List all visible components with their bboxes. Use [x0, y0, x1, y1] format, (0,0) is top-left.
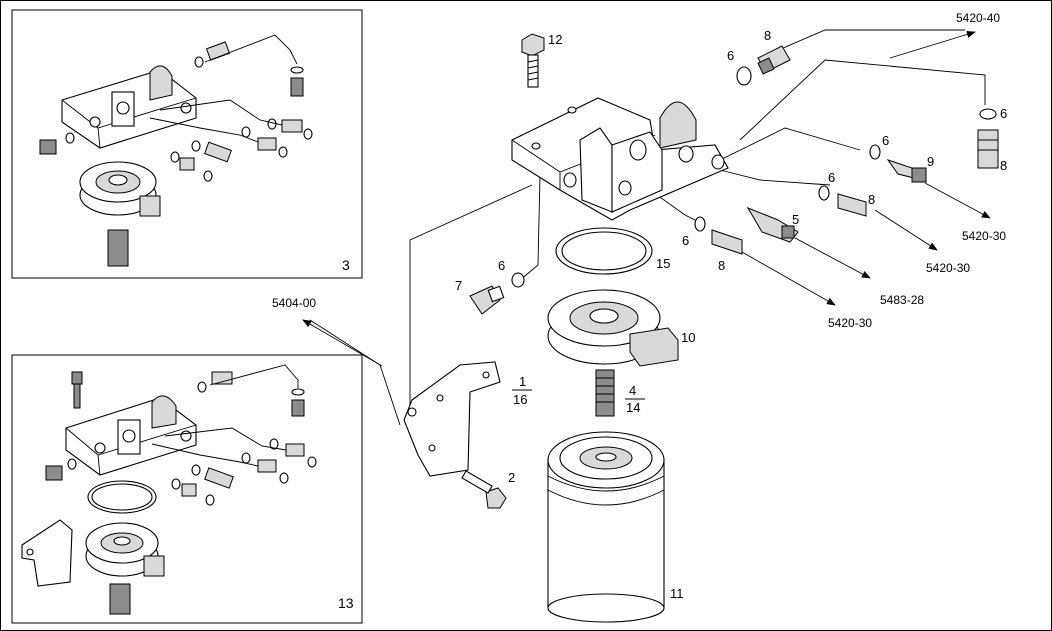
callout-6-right: 6 [1000, 106, 1007, 121]
callout-9: 9 [927, 154, 934, 169]
callout-8-middle: 8 [868, 192, 875, 207]
callout-6-sensor9: 6 [882, 133, 889, 148]
fitting-8-middle [818, 185, 867, 217]
fitting-8-lower [694, 216, 743, 255]
callout-11: 11 [670, 586, 684, 601]
sensor-9 [869, 144, 927, 183]
nipple-4-14 [595, 369, 615, 417]
callout-16: 16 [513, 392, 527, 407]
callout-14: 14 [626, 400, 640, 415]
callout-1: 1 [519, 374, 526, 389]
callout-12: 12 [548, 32, 562, 47]
reference-arrows [302, 30, 991, 367]
bracket-1-16 [403, 361, 501, 477]
ref-5420-40: 5420-40 [956, 11, 1000, 25]
callout-2: 2 [508, 470, 515, 485]
callout-7: 7 [455, 278, 462, 293]
callout-5: 5 [792, 212, 799, 227]
adapter-10 [547, 289, 679, 367]
callout-8-top: 8 [764, 28, 771, 43]
bolt-12 [521, 33, 545, 88]
leader-lines [309, 29, 986, 426]
ref-5404-00: 5404-00 [272, 296, 316, 310]
callout-6-top: 6 [727, 48, 734, 63]
callout-4: 4 [629, 383, 636, 398]
fitting-6-8-right [977, 108, 999, 169]
ref-5483-28: 5483-28 [880, 293, 924, 307]
o-ring-15 [555, 227, 653, 275]
filter-cartridge-11 [547, 431, 665, 623]
callout-6-middle: 6 [828, 170, 835, 185]
callout-labels: 12 8 6 6 8 6 9 6 8 5 6 8 15 6 7 10 4 14 … [455, 28, 1007, 601]
fitting-8-top [736, 45, 791, 86]
inset-3-number: 3 [342, 257, 350, 273]
sensor-5 [746, 206, 799, 243]
callout-15: 15 [656, 256, 670, 271]
bolt-2 [461, 470, 507, 509]
callout-8-lower: 8 [718, 258, 725, 273]
plug-7 [469, 272, 525, 315]
callout-8-right: 8 [1000, 158, 1007, 173]
callout-6-lower: 6 [682, 233, 689, 248]
reference-numbers: 5420-40 5420-30 5420-30 5483-28 5420-30 … [272, 11, 1006, 330]
inset-13-panel: 13 [11, 354, 363, 624]
callout-10: 10 [681, 330, 695, 345]
inset-3-panel: 3 [11, 9, 363, 279]
ref-5420-30-right: 5420-30 [962, 229, 1006, 243]
inset-13-number: 13 [338, 595, 354, 611]
filter-head-housing [511, 97, 729, 221]
callout-6-plug: 6 [498, 258, 505, 273]
ref-5420-30-middle: 5420-30 [926, 261, 970, 275]
ref-5420-30-lower: 5420-30 [828, 316, 872, 330]
